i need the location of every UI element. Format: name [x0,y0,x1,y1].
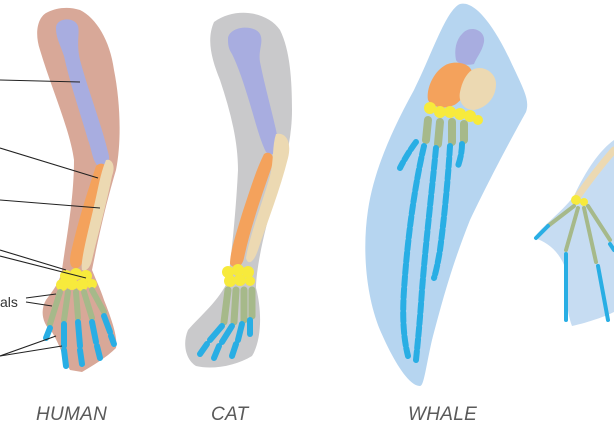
bat-phalanges [534,224,614,322]
cat-radius [230,152,274,268]
human-ulna [81,159,114,271]
whale-ulna [459,67,496,110]
whale-metacarpals [422,116,468,148]
cat-leg [185,12,292,368]
human-phalanges [43,313,117,369]
whale-carpals [424,102,483,125]
caption-cat: CAT [211,404,249,425]
cat-ulna [246,133,290,263]
bat-wing-membrane [534,140,614,326]
bat-forearm [574,146,614,200]
human-leader-lines [0,79,101,357]
cat-phalanges [197,317,253,361]
whale-phalanges [397,139,465,363]
cat-carpals [222,264,255,287]
bat-wing [534,140,614,326]
human-skin-outline [37,7,120,372]
caption-whale: WHALE [408,404,478,425]
human-metacarpals [47,287,107,327]
human-arm [0,7,120,372]
bat-metacarpals [546,204,612,264]
human-carpals [56,268,97,291]
caption-human: HUMAN [36,404,108,425]
whale-humerus [455,28,485,65]
cat-metacarpals [220,286,256,326]
cat-humerus [228,27,279,155]
whale-flipper [365,3,528,387]
human-humerus [56,19,110,169]
bat-carpals [571,195,588,206]
partial-label-metacarpals: als [0,294,18,310]
